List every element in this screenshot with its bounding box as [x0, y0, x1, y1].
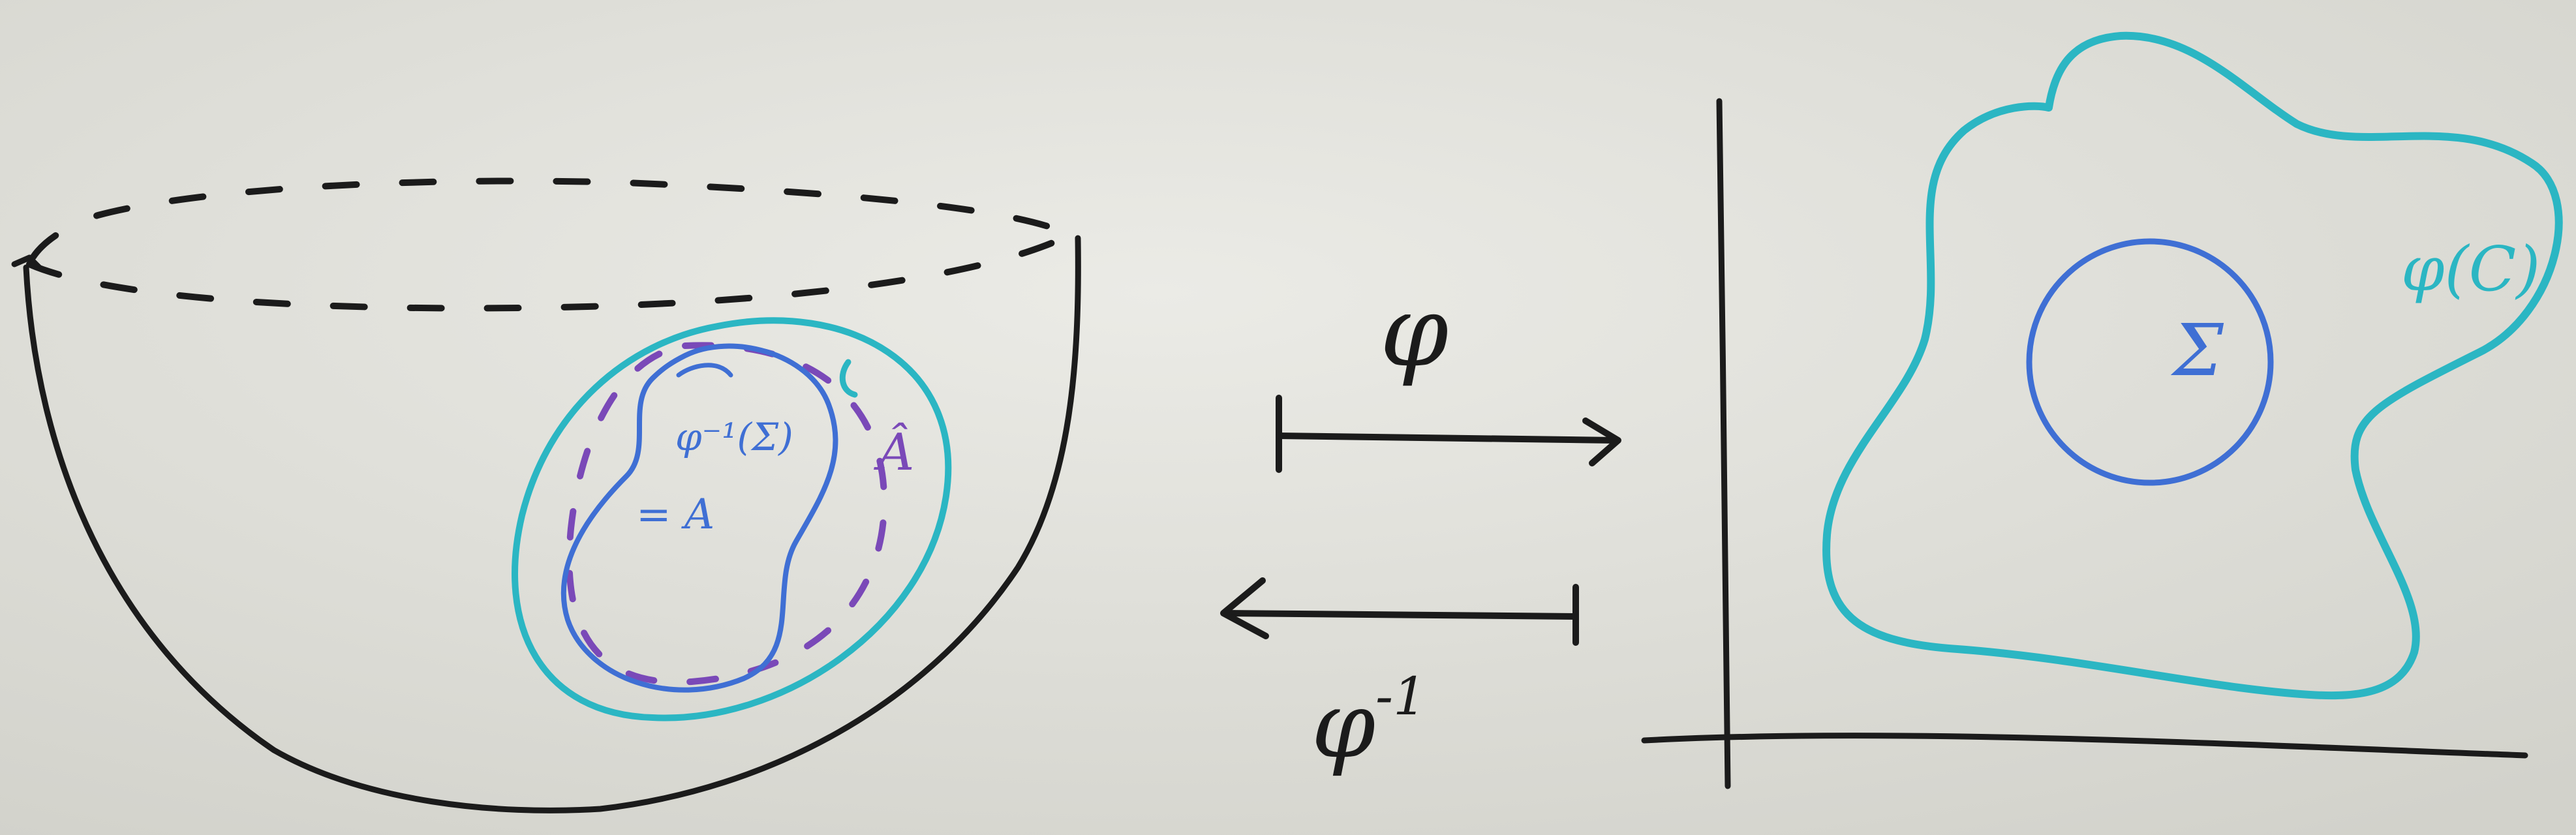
sigma-circle — [2026, 238, 2274, 486]
phi-arrow-head — [1582, 418, 1621, 466]
phi-C-boundary — [1822, 31, 2563, 700]
label-phi: φ — [1380, 275, 1449, 389]
preimage-sigma-fold — [676, 363, 733, 378]
map-arrows — [1220, 395, 1621, 646]
y-axis — [1716, 98, 1731, 789]
phi-inv-arrow-shaft — [1223, 610, 1579, 620]
hemisphere-bowl — [11, 177, 1081, 813]
label-phi-C: φ(C) — [2401, 234, 2540, 305]
label-sigma: Σ — [2170, 309, 2224, 392]
A-hat-boundary — [512, 317, 952, 721]
bowl-rim-dashed — [26, 177, 1073, 312]
label-phi-inverse: φ-1 — [1311, 666, 1426, 779]
label-A-hat: Â — [874, 422, 914, 482]
label-phi-inverse-exp: -1 — [1375, 666, 1426, 727]
x-axis — [1641, 733, 2528, 759]
label-preimage-sigma: φ⁻¹(Σ) — [675, 415, 793, 459]
phi-inv-arrow-head — [1220, 577, 1269, 639]
preimage-sigma-boundary — [560, 343, 838, 693]
label-phi-inverse-base: φ — [1311, 673, 1375, 779]
plane — [1641, 31, 2563, 789]
purple-dashed-region — [566, 342, 888, 686]
phi-arrow-shaft — [1276, 433, 1618, 444]
label-eq-A: = A — [636, 491, 714, 539]
A-hat-tick — [839, 359, 858, 398]
bowl-outline — [23, 235, 1081, 813]
